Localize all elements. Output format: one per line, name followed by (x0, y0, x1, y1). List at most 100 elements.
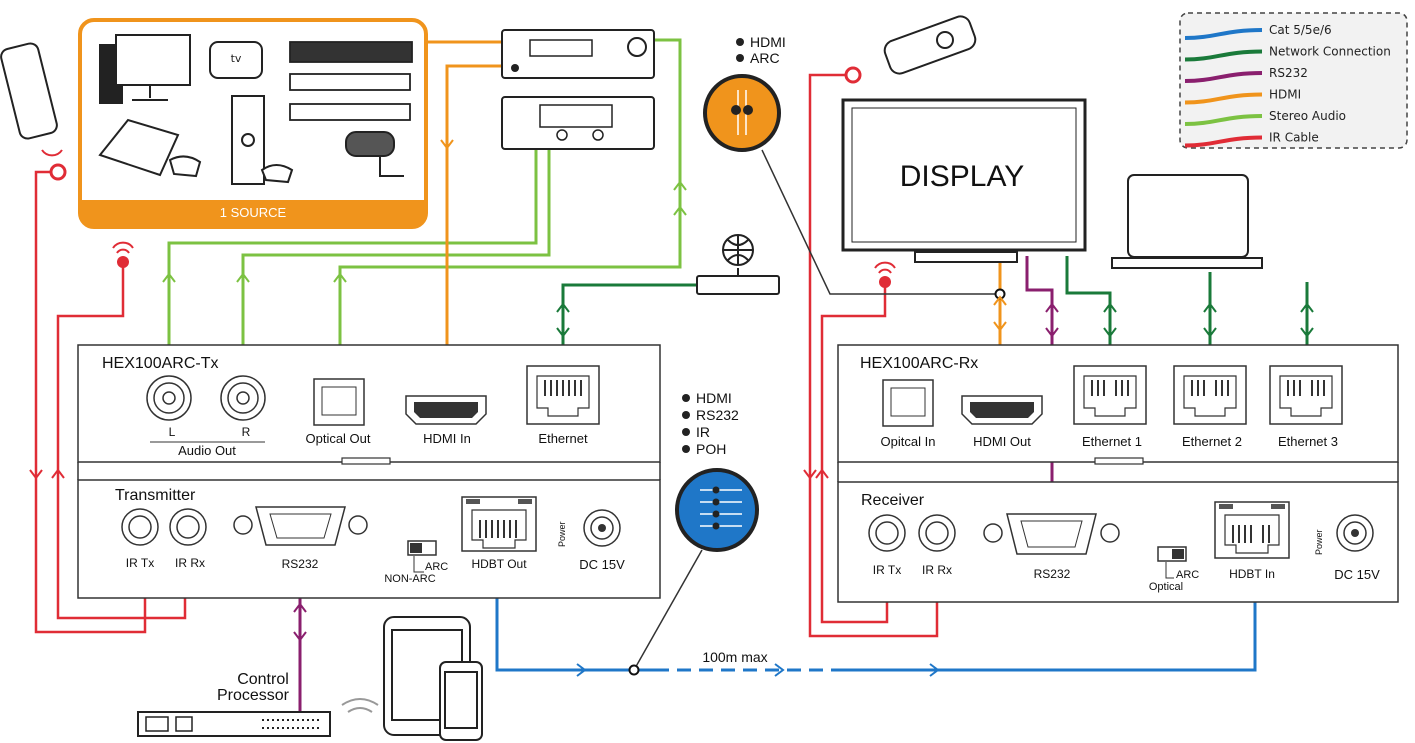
rx-arc-label: ARC (1176, 569, 1199, 581)
tx-rs232-label: RS232 (282, 557, 319, 571)
rx-hdbt-in-label: HDBT In (1229, 567, 1275, 581)
tx-ir-rx-port (169, 508, 207, 546)
rx-ethernet-1-port (1073, 365, 1147, 425)
network-switch-icon (696, 268, 780, 295)
rx-section-label: Receiver (861, 492, 925, 509)
audio-cable-l (167, 150, 538, 390)
hdbt-callout-item-2: IR (696, 424, 710, 440)
control-processor-line2: Processor (217, 687, 290, 704)
tx-power-label: Power (557, 521, 567, 547)
security-camera-icon (345, 131, 404, 177)
rx-optical-in-port (882, 379, 934, 427)
legend-swatch-1 (1184, 49, 1263, 62)
ir-emitter-icon (41, 66, 896, 288)
legend-label-2: RS232 (1269, 66, 1308, 80)
rx-arc-switch (1157, 546, 1187, 579)
legend-swatch-3 (1184, 92, 1263, 105)
remote-right-icon (883, 15, 977, 75)
cable-arrows (29, 139, 1314, 677)
tx-audio-out-label: Audio Out (178, 443, 236, 458)
hdmi-avr-to-tx (445, 64, 502, 395)
hdbt-callout: HDMI RS232 IR POH (675, 390, 759, 552)
arc-callout: HDMI ARC (703, 34, 786, 152)
hdbt-callout-item-3: POH (696, 441, 726, 457)
tx-ir-rx-label: IR Rx (175, 556, 205, 570)
rx-dc-port (1336, 514, 1374, 552)
rx-rs232-label: RS232 (1034, 567, 1071, 581)
media-players-icon (289, 41, 413, 121)
hdbt-junction-dot (628, 664, 640, 676)
ir-cable-tx-left (34, 170, 147, 634)
tx-hdbt-out-label: HDBT Out (471, 557, 527, 571)
av-receiver-icon (501, 29, 655, 79)
tx-hdbt-out-port (461, 496, 537, 552)
optical-cable (338, 38, 682, 392)
rx-optical-label: Optical (1149, 581, 1183, 593)
tx-arc-label: ARC (425, 561, 448, 573)
legend-label-4: Stereo Audio (1269, 109, 1346, 123)
hdbt-callout-pointer (633, 549, 703, 671)
legend-label-3: HDMI (1269, 88, 1301, 102)
ir-cables (34, 73, 939, 638)
legend-swatch-2 (1184, 71, 1263, 83)
legend-label-5: IR Cable (1269, 131, 1319, 145)
tx-optical-out-port (313, 378, 365, 426)
legend-label-1: Network Connection (1269, 45, 1391, 59)
tx-ir-tx-label: IR Tx (126, 556, 154, 570)
xbox-icon (231, 95, 294, 185)
tx-audio-l-port (146, 375, 192, 421)
rx-model-label: HEX100ARC-Rx (860, 355, 978, 372)
audio-cable-r (241, 150, 551, 390)
source-label: 1 SOURCE (220, 205, 287, 220)
apple-tv-icon: tv (209, 41, 263, 79)
globe-icon (722, 234, 754, 266)
laptop-icon (1111, 174, 1263, 269)
game-console-icon (98, 118, 202, 178)
rx-hdmi-out-label: HDMI Out (973, 434, 1031, 449)
amplifier-icon (501, 96, 655, 150)
display: DISPLAY (841, 98, 1087, 263)
legend-swatch-4 (1184, 114, 1263, 126)
arc-callout-item-1: ARC (750, 50, 780, 66)
tx-ethernet-port (526, 365, 600, 425)
display-label: DISPLAY (900, 160, 1025, 193)
legend-swatch-0 (1184, 28, 1263, 40)
tx-model-label: HEX100ARC-Tx (102, 355, 218, 372)
ir-cable-tx-right (56, 262, 187, 620)
tx-l-label: L (169, 425, 176, 439)
rx-eth1-label: Ethernet 1 (1082, 434, 1142, 449)
tx-dc-port (583, 509, 621, 547)
receiver-unit: HEX100ARC-Rx Receiver Opitcal In HDMI Ou… (837, 344, 1399, 603)
legend-swatch-5 (1184, 135, 1263, 148)
legend-label-0: Cat 5/5e/6 (1269, 23, 1332, 37)
svg-text:tv: tv (231, 52, 242, 65)
rx-eth2-label: Ethernet 2 (1182, 434, 1242, 449)
audio-cables (167, 38, 682, 392)
rx-rs232-port (983, 513, 1120, 555)
rx-hdbt-in-port (1214, 501, 1290, 559)
source-box: 1 SOURCE tv (78, 18, 428, 229)
wireless-icon (341, 698, 379, 713)
rx-hdmi-out-port (961, 395, 1043, 425)
rx-ir-rx-port (918, 514, 956, 552)
arc-callout-pointer (761, 149, 1000, 295)
rx-ir-tx-label: IR Tx (873, 563, 901, 577)
tx-non-arc-label: NON-ARC (384, 573, 435, 585)
tx-dc-label: DC 15V (579, 557, 625, 572)
tx-ethernet-label: Ethernet (538, 431, 588, 446)
tx-audio-r-port (220, 375, 266, 421)
rx-optical-in-label: Opitcal In (881, 434, 936, 449)
transmitter-unit: HEX100ARC-Tx Transmitter L R Audio Out O… (77, 344, 661, 599)
tx-ir-tx-port (121, 508, 159, 546)
rx-eth3-label: Ethernet 3 (1278, 434, 1338, 449)
arc-callout-item-0: HDMI (750, 34, 786, 50)
tx-hdmi-in-port (405, 395, 487, 425)
pc-icon (99, 34, 191, 104)
tx-rs232-port (233, 506, 368, 546)
rx-dc-label: DC 15V (1334, 567, 1380, 582)
tx-section-label: Transmitter (115, 487, 196, 504)
remote-left-icon (0, 42, 58, 140)
control-processor-line1: Control (237, 671, 289, 688)
